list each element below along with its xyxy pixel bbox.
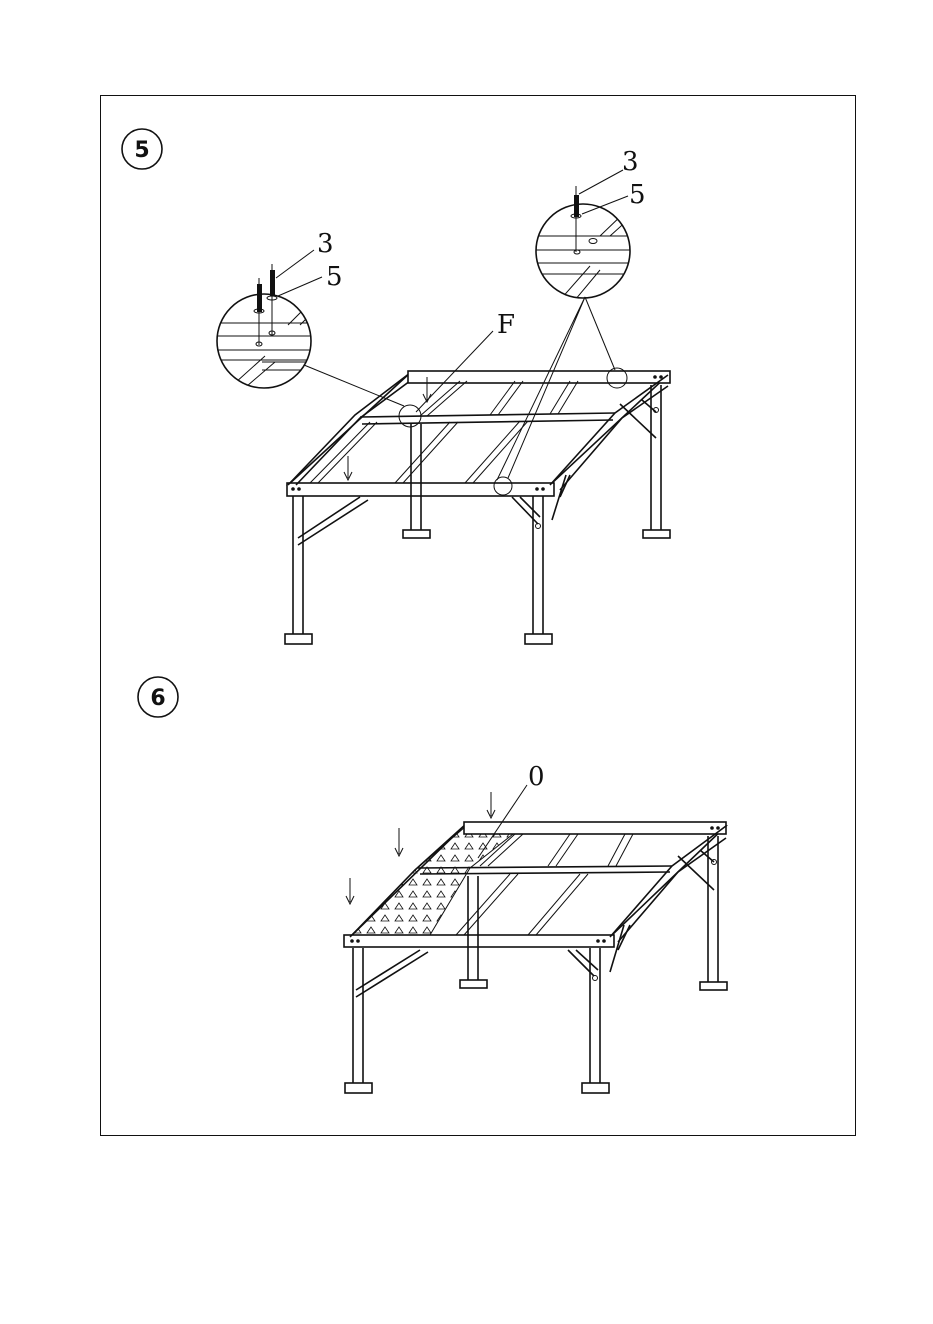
detail-magnifier-icon (210, 294, 320, 392)
part-label-panel: 0 (528, 762, 545, 792)
step-5: 5 (122, 129, 670, 644)
down-arrow-icon (346, 878, 354, 904)
part-label-bolt-left: 3 (317, 229, 334, 259)
part-label-bolt-right: 3 (622, 147, 639, 177)
detail-magnifier-icon (530, 204, 640, 300)
part-label-washer-left: 5 (326, 262, 343, 292)
part-label-washer-right: 5 (629, 180, 646, 210)
bolt-icon (571, 186, 581, 254)
down-arrow-icon (395, 828, 403, 856)
step-5-badge: 5 (122, 129, 162, 169)
down-arrow-icon (487, 792, 495, 818)
roof-panel-icon (352, 827, 522, 935)
down-arrow-icon (344, 456, 352, 480)
step-6-badge: 6 (138, 677, 178, 717)
step-5-number: 5 (134, 138, 149, 163)
gazebo-frame-step6 (344, 822, 727, 1093)
step-6-number: 6 (150, 686, 165, 711)
gazebo-frame-step5 (285, 371, 670, 644)
part-label-beam: F (497, 310, 515, 340)
bolt-icon (257, 264, 275, 345)
step-6: 6 (138, 677, 727, 1093)
